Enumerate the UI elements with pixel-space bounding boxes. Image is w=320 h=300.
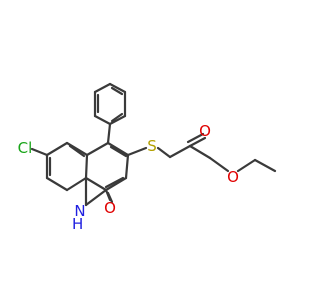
chlorine-atom-label: Cl (18, 139, 33, 157)
ch2-c-bond (168, 144, 192, 159)
ring-bond (124, 153, 130, 180)
ester-oxygen-label: O (227, 168, 239, 186)
structure-diagram: Cl S O O O H N (18, 82, 277, 233)
ring-double-bond (104, 176, 125, 189)
carbonyl-oxygen-label: O (199, 122, 211, 140)
ring-double-bond (109, 145, 128, 158)
ring-double-bond (68, 144, 86, 158)
ethyl-bond (253, 158, 277, 173)
bond-layer (30, 82, 277, 207)
molecule-drawing: Cl S O O O H N (18, 82, 277, 233)
ring-bond (84, 153, 89, 180)
carbonyl-double-bond (186, 132, 205, 144)
c-o-carbonyl-bond (188, 136, 207, 148)
ring-bond (65, 176, 88, 192)
ring-bond (106, 141, 130, 157)
phenyl-bond (93, 114, 112, 126)
phenyl-bond (93, 82, 112, 94)
ring-bond (45, 141, 69, 157)
lactam-double-bond (106, 191, 114, 204)
sulfur-atom-label: S (147, 137, 157, 155)
ring-bond (65, 141, 89, 157)
ring-bond (45, 176, 69, 192)
nh-hydrogen: H (72, 215, 83, 233)
phenyl-attach-bond (106, 122, 112, 145)
c-o-ester-bond (208, 156, 230, 173)
phenyl-double-bond (110, 112, 124, 123)
nh-nitrogen: N (74, 202, 85, 220)
o-ethyl-bond (236, 158, 257, 173)
phenyl-bond (108, 82, 127, 94)
lactam-oxygen-label: O (104, 199, 116, 217)
nh-atom-label: H N (72, 202, 88, 233)
phenyl-bond (108, 114, 127, 126)
c-cl-bond (30, 147, 49, 157)
s-ch2-bond (156, 146, 172, 159)
ring-bond (85, 141, 110, 157)
c-s-bond (126, 146, 148, 157)
ring-bond (104, 176, 128, 192)
phenyl-double-bond (110, 86, 124, 96)
c-o-ester-bond (188, 144, 212, 160)
ring-bond (84, 176, 108, 192)
ring-n-bond (84, 188, 108, 207)
